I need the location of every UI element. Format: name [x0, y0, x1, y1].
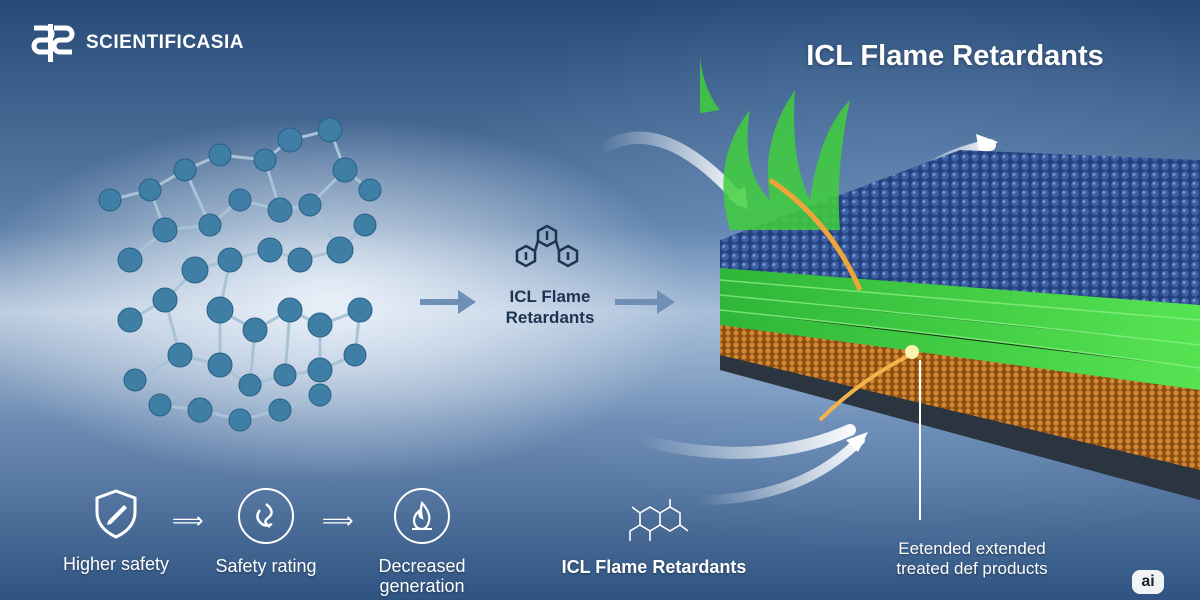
double-arrow-icon: ⟹	[172, 508, 204, 533]
feature-label: Higher safety	[62, 554, 170, 574]
shield-pen-icon	[95, 489, 137, 539]
retardant-molecule-icon	[515, 224, 579, 268]
product-caption: Eetended extended treated def products	[862, 539, 1082, 579]
arrow-right-icon	[615, 290, 675, 314]
center-label-line2: Retardants	[505, 308, 595, 327]
product-caption-line1: Eetended extended	[898, 539, 1046, 558]
feature-label-line2: generation	[379, 576, 465, 596]
center-label: ICL Flame Retardants	[470, 286, 630, 328]
brand-logo: SCIENTIFICASIA	[28, 22, 244, 64]
feature-decreased-generation: Decreased generation	[362, 488, 482, 596]
center-label-line1: ICL Flame	[509, 287, 591, 306]
brand-name: SCIENTIFICASIA	[86, 32, 244, 53]
bottom-product-label: ICL Flame Retardants	[561, 557, 747, 577]
feature-label: Decreased generation	[362, 556, 482, 596]
fire-icon	[394, 488, 450, 544]
ai-badge: ai	[1132, 570, 1164, 594]
chemical-structure-icon	[629, 499, 689, 541]
brand-mark-icon	[31, 24, 75, 62]
feature-label-line1: Decreased	[378, 556, 466, 576]
product-caption-line2: treated def products	[896, 559, 1048, 578]
flame-swirl-icon	[238, 488, 294, 544]
layered-material-graphic	[700, 20, 1200, 520]
feature-label: Safety rating	[215, 556, 317, 576]
double-arrow-icon: ⟹	[322, 508, 354, 533]
molecule-graphic	[98, 117, 382, 432]
arrow-right-icon	[420, 290, 476, 314]
feature-higher-safety: Higher safety	[56, 488, 176, 574]
page-title: ICL Flame Retardants	[806, 40, 1104, 72]
feature-safety-rating: Safety rating	[206, 488, 326, 576]
